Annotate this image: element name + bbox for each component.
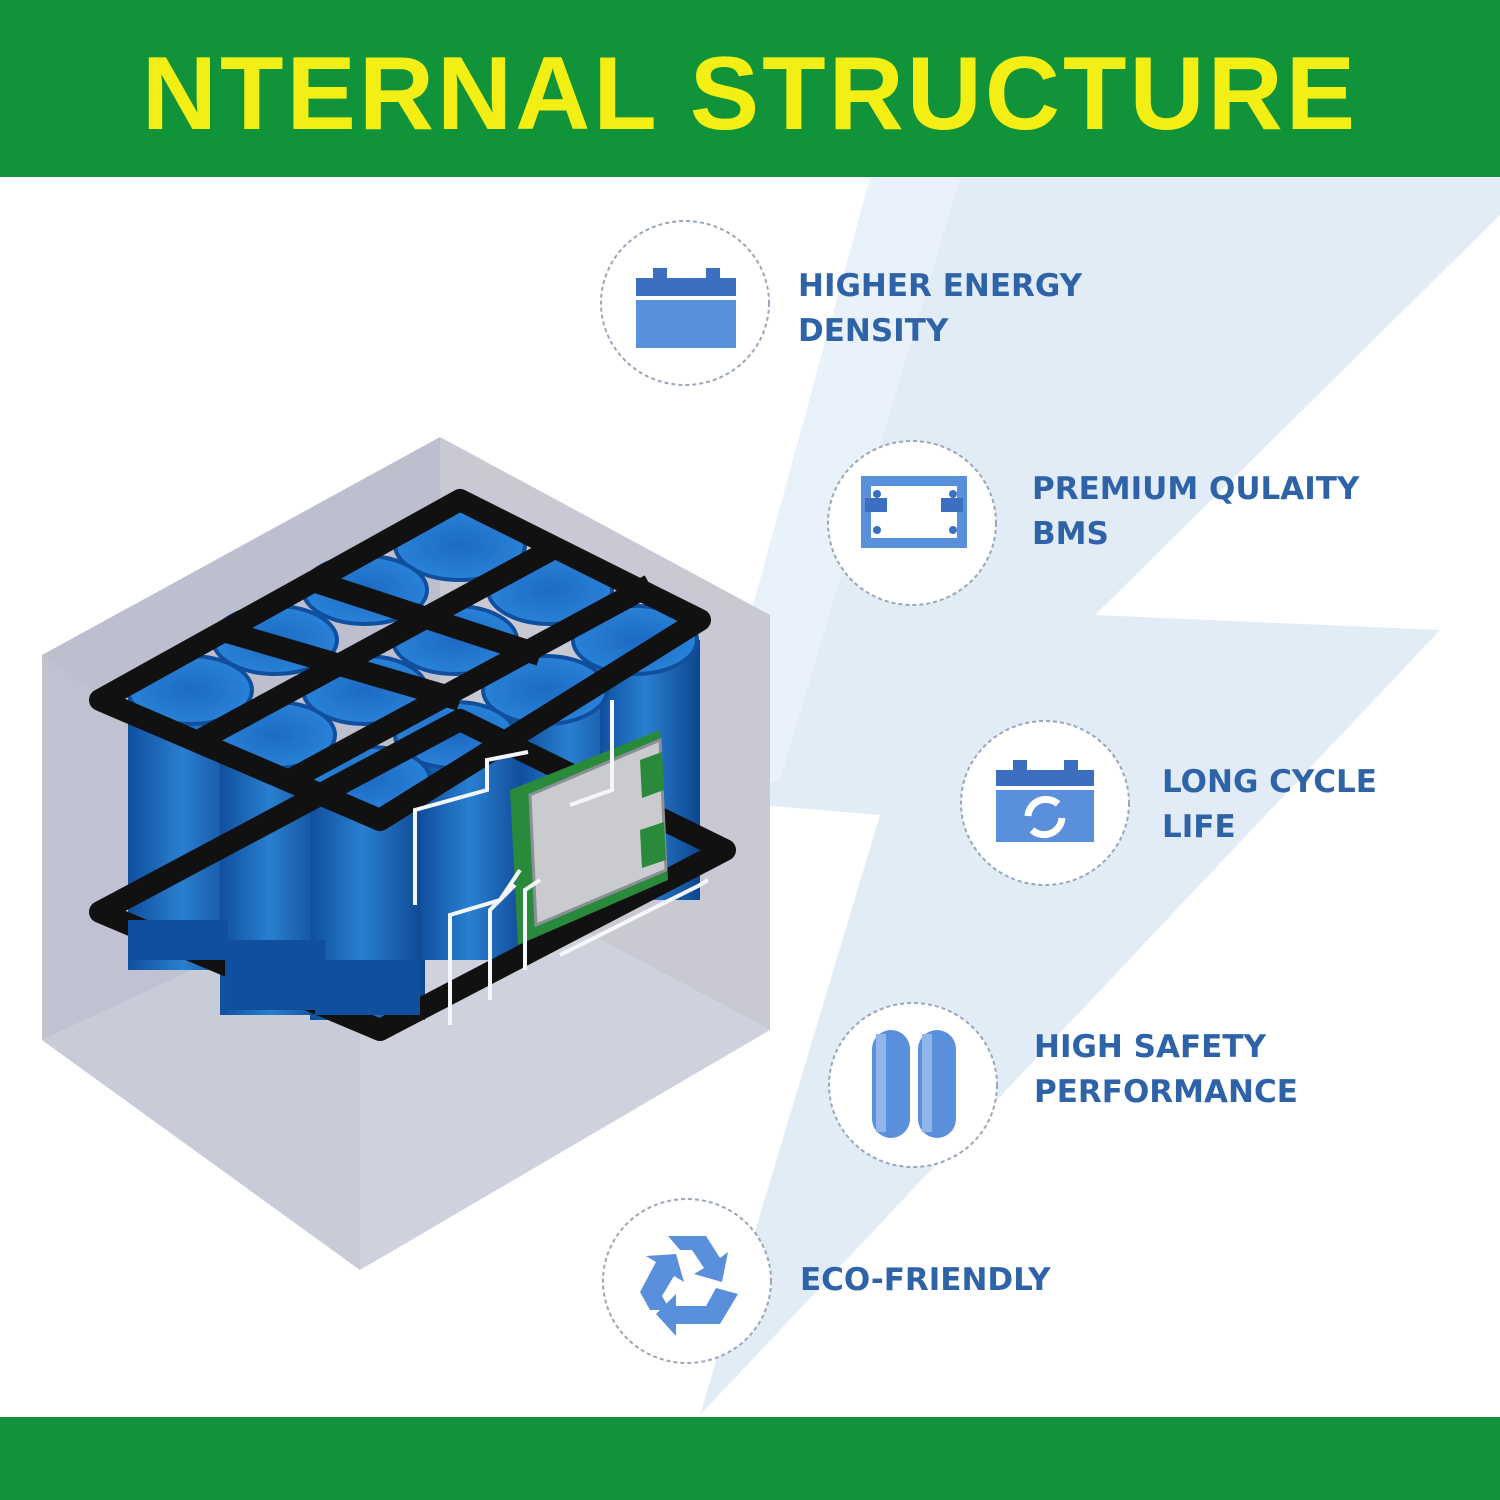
feature-label: HIGHER ENERGY DENSITY [798,268,1083,349]
feature-label: LONG CYCLE LIFE [1162,764,1377,845]
feature-label: PREMIUM QULAITY BMS [1032,471,1360,552]
footer-band [0,1417,1500,1500]
recycle-icon [602,1198,772,1364]
cell-bottoms [128,920,420,1015]
page-title: NTERNAL STRUCTURE [141,36,1359,152]
cells-icon [828,1002,998,1168]
header-band [0,0,1500,177]
bms-wires [413,700,710,1025]
battery-cycle-icon [960,720,1130,886]
feature-label: HIGH SAFETY PERFORMANCE [1034,1029,1298,1110]
bms-board-icon [827,440,997,606]
battery-icon [600,220,770,386]
feature-label: ECO-FRIENDLY [800,1262,1051,1298]
bms-board [510,730,668,945]
